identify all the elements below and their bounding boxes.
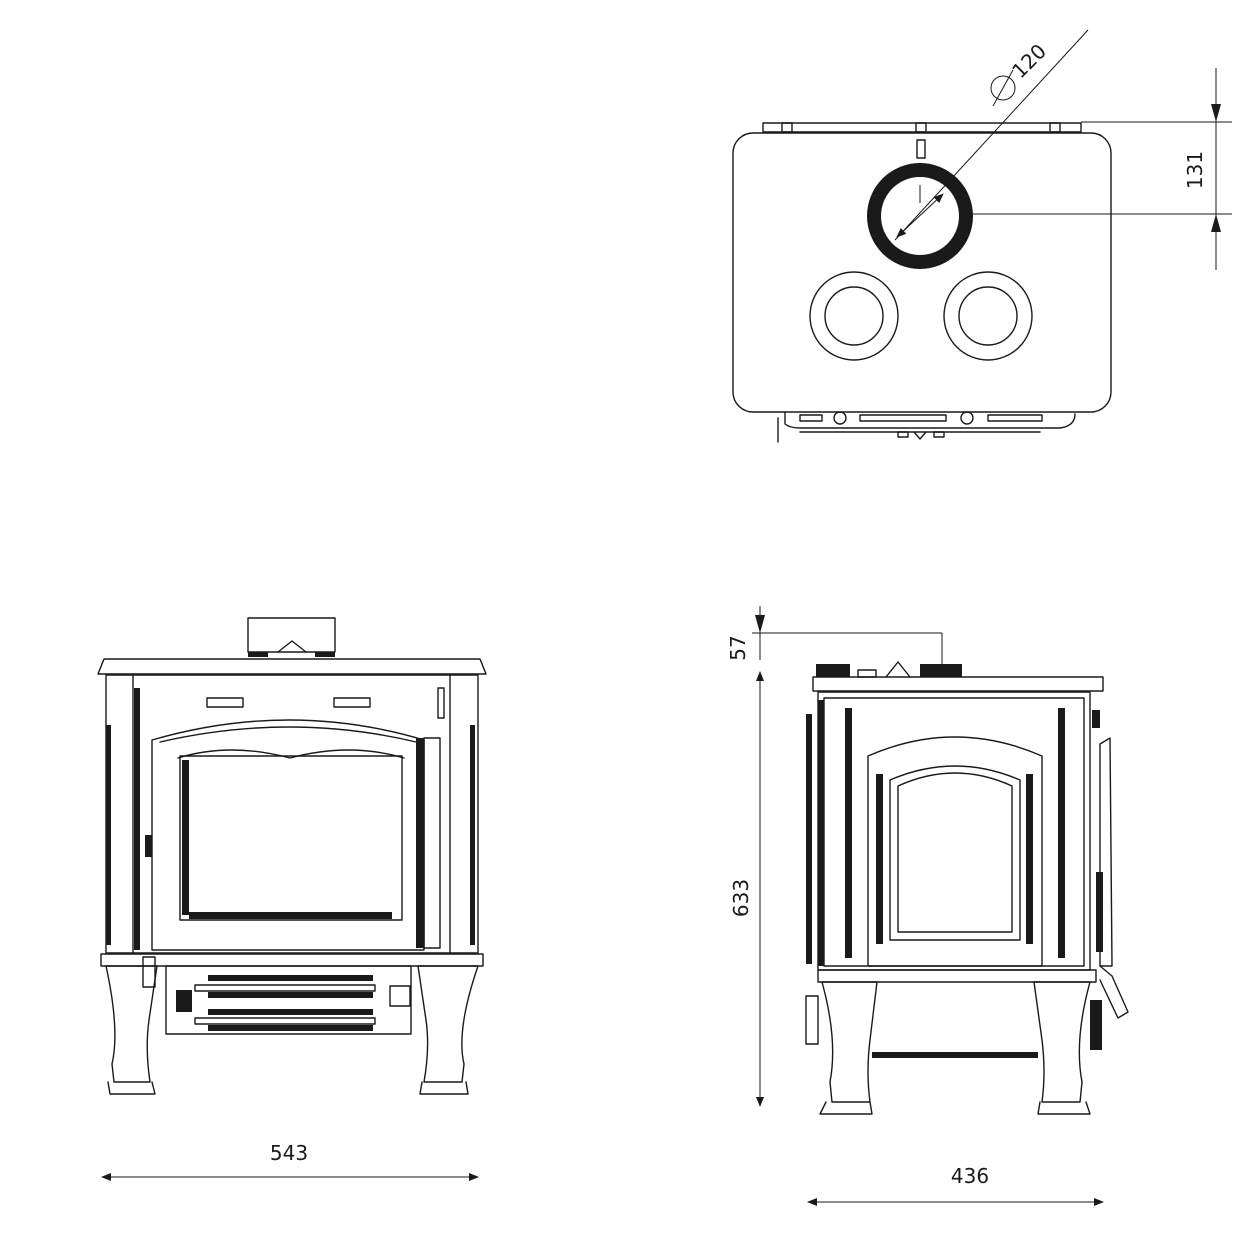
front-left-leg bbox=[105, 965, 158, 1083]
hotplate-left bbox=[809, 271, 899, 361]
side-right-leg bbox=[1033, 981, 1091, 1103]
side-left-leg bbox=[821, 981, 878, 1103]
front-view-flue-box bbox=[247, 617, 336, 653]
flue-collar bbox=[867, 163, 973, 269]
flue-offset-label: 131 bbox=[1183, 151, 1207, 189]
side-view-base bbox=[817, 969, 1097, 983]
top-view-plate bbox=[732, 132, 1112, 413]
top-view-rear-rail bbox=[762, 122, 1082, 133]
front-view-top-plate bbox=[97, 658, 487, 675]
front-right-leg bbox=[417, 965, 479, 1083]
front-width-label: 543 bbox=[270, 1141, 308, 1165]
front-door bbox=[151, 719, 425, 951]
body-height-label: 633 bbox=[729, 879, 753, 917]
ash-drawer bbox=[165, 965, 412, 1035]
flue-height-label: 57 bbox=[726, 635, 750, 660]
flue-diameter-label: 120 bbox=[1007, 39, 1051, 83]
front-view-base bbox=[100, 953, 484, 967]
side-view-top-plate bbox=[812, 676, 1104, 692]
side-view: 57 633 436 bbox=[726, 606, 1129, 1206]
front-door-glass bbox=[179, 755, 403, 921]
diameter-symbol-icon bbox=[990, 69, 1016, 107]
top-view: 120 131 bbox=[732, 29, 1232, 443]
side-view-body bbox=[817, 691, 1091, 971]
front-view: 543 bbox=[97, 617, 487, 1181]
side-depth-label: 436 bbox=[951, 1164, 989, 1188]
hotplate-right bbox=[943, 271, 1033, 361]
side-door bbox=[867, 736, 1043, 967]
